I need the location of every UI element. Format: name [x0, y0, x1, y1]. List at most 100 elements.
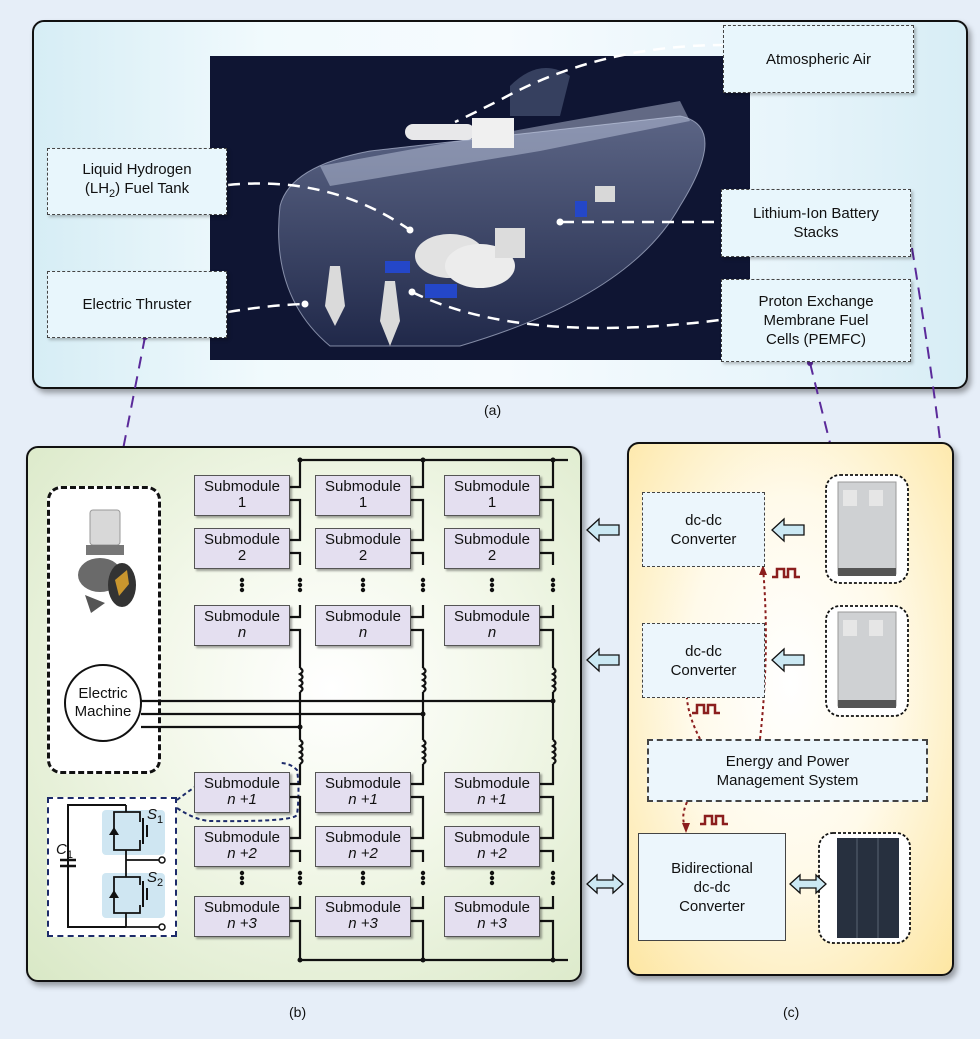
battery-rack [837, 838, 899, 938]
ellipsis-dot [420, 582, 426, 588]
submodule-index: n +1 [227, 791, 257, 808]
power-flow-arrows [586, 517, 827, 895]
ellipsis-dot [360, 870, 366, 876]
label-atmospheric-air: Atmospheric Air [723, 25, 914, 93]
lower-arm-wire [290, 764, 302, 862]
lower-arm-wire [540, 764, 555, 862]
converter-label: dc-dc [685, 642, 722, 660]
cabinet-vent [869, 490, 883, 506]
diode-2 [109, 890, 119, 898]
machine-label: Electric [78, 685, 128, 702]
submodule-index: n +2 [477, 845, 507, 862]
converter-label: Bidirectional [671, 859, 753, 877]
cabinet-vent [843, 620, 857, 636]
upper-arm-wire [540, 460, 555, 565]
ellipsis-dot [489, 577, 495, 583]
cabinet-vent [869, 620, 883, 636]
diode-1 [109, 827, 119, 835]
label-lithium-ion-battery: Lithium-Ion Battery Stacks [721, 189, 911, 257]
converter-label: Converter [679, 897, 745, 915]
converter-label: Converter [670, 661, 737, 679]
label-text-line2: (LH2) Fuel Tank [82, 179, 191, 204]
terminal-mid [158, 856, 166, 864]
submodule-label: Submodule [325, 608, 401, 625]
submodule-index: n [487, 624, 497, 641]
submodule-label: Submodule [204, 478, 280, 495]
submodule-label: Submodule [204, 531, 280, 548]
switch-s2-bg [102, 873, 165, 918]
capacitor-symbol: C [56, 841, 67, 858]
caption-c: (c) [783, 1004, 800, 1020]
junction-dot [297, 957, 303, 963]
pemfc-module [595, 186, 615, 202]
submodule-index: n +2 [348, 845, 378, 862]
submodule-label: Submodule [454, 775, 530, 792]
submodule-index: n +2 [227, 845, 257, 862]
pwm-pulse-icon [700, 814, 728, 826]
submodule-index: 1 [487, 494, 497, 511]
arrow-fuelcell2-to-converter2 [771, 647, 805, 673]
ellipsis-dot [550, 582, 556, 588]
submodule-index: n [358, 624, 368, 641]
submodule-label: Submodule [454, 829, 530, 846]
label-text: ) Fuel Tank [115, 179, 190, 197]
ellipsis-dot [360, 587, 366, 593]
switch-s1-bg [102, 810, 165, 855]
switch-symbol: S [147, 869, 158, 886]
switch-s2-label: S2 [147, 868, 163, 893]
ellipsis-dot [239, 582, 245, 588]
lower-arm-wire [411, 896, 425, 960]
pwm-pulse-icon [772, 567, 800, 579]
submodule-label: Submodule [204, 608, 280, 625]
label-text: (LH [84, 179, 110, 197]
upper-arm-wire [290, 605, 302, 668]
ellipsis-dot [239, 875, 245, 881]
caption-b: (b) [289, 1004, 307, 1020]
lower-arm-wire [540, 896, 555, 960]
ellipsis-dot [550, 587, 556, 593]
ellipsis-dot [297, 870, 303, 876]
label-lh2-fuel-tank: Liquid Hydrogen (LH2) Fuel Tank [47, 148, 227, 215]
ellipsis-dot [297, 587, 303, 593]
submodule-index: n [237, 624, 247, 641]
pwm-pulse-icon [692, 703, 720, 715]
terminal-bottom [158, 923, 166, 931]
signal-arrowhead [759, 565, 767, 575]
upper-arm-wire [290, 460, 302, 565]
ellipsis-dot [420, 870, 426, 876]
label-text: Liquid Hydrogen [82, 160, 192, 178]
arrow-fuelcell1-to-converter1 [771, 517, 805, 543]
thruster-fin [85, 595, 105, 613]
ems-label: Energy and Power [725, 752, 850, 770]
caption-a: (a) [484, 402, 502, 418]
lh2-deck-tank [405, 124, 475, 140]
battery-block-3 [575, 201, 587, 217]
thruster-2 [380, 281, 400, 346]
junction-dot [420, 457, 426, 463]
cabinet-vent [843, 490, 857, 506]
junction-dot [297, 724, 303, 730]
ellipsis-dot [297, 582, 303, 588]
propeller-blade [115, 570, 129, 596]
converter-label: dc-dc [693, 878, 731, 896]
label-text: Atmospheric Air [765, 50, 872, 68]
ellipsis-dot [239, 880, 245, 886]
submodule-label: Submodule [204, 829, 280, 846]
label-text: Lithium-Ion Battery [753, 205, 879, 222]
junction-dot [550, 457, 556, 463]
arrow-converter2-to-grid [586, 647, 620, 673]
fuel-cell-cabinet-1 [837, 481, 897, 575]
ellipsis-dot [360, 577, 366, 583]
